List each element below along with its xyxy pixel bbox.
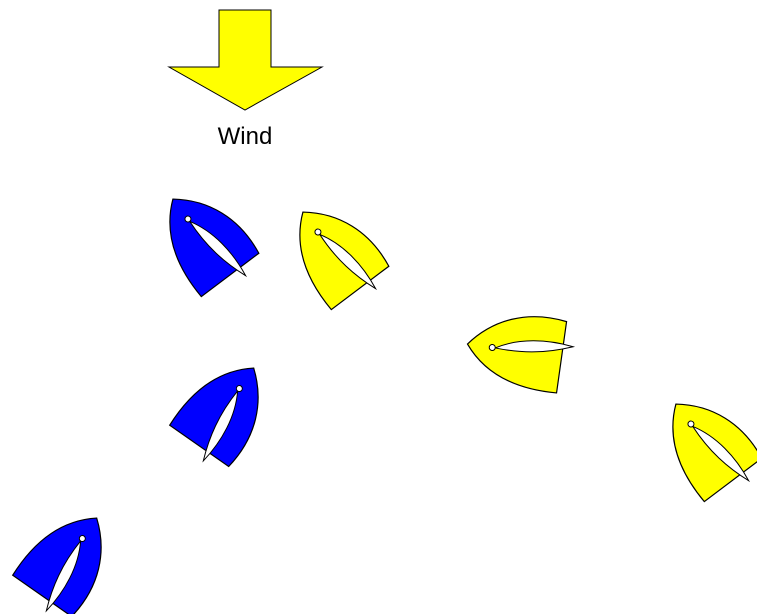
- blue-boat-3: [7, 497, 128, 614]
- wind-indicator: Wind: [169, 10, 322, 150]
- yellow-boat-3: [647, 382, 757, 510]
- boat-mast: [489, 344, 496, 351]
- wind-arrow-icon: [169, 10, 322, 110]
- wind-label: Wind: [218, 123, 273, 150]
- boat-hull: [647, 382, 757, 502]
- boats-group: [7, 177, 757, 614]
- blue-boat-1: [144, 177, 266, 305]
- yellow-boat-1: [274, 190, 396, 318]
- blue-boat-2: [164, 347, 285, 475]
- yellow-boat-2: [462, 307, 576, 395]
